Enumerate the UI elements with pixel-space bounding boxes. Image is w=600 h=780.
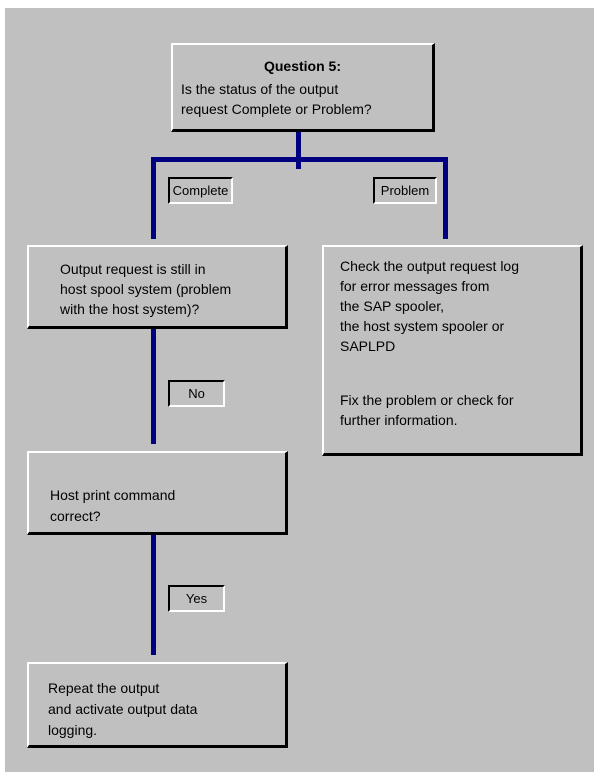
check-log-text-line: the SAP spooler,	[340, 298, 445, 314]
connector-problem-branch-line	[443, 157, 448, 239]
yes-label: Yes	[168, 585, 225, 612]
connector-complete-branch-line	[151, 157, 156, 239]
repeat-output-text-line: and activate output data	[48, 701, 198, 717]
flowchart-canvas: Question 5: Is the status of the output …	[5, 8, 594, 772]
connector-branch-horizontal-line	[151, 157, 448, 162]
connector-yes-vertical-line	[151, 524, 156, 655]
check-log-paragraph: Check the output request log for error m…	[340, 256, 574, 356]
question-text-line: Is the status of the output	[181, 81, 339, 97]
host-spool-text-line: host spool system (problem	[60, 281, 232, 297]
check-log-text-line: Check the output request log	[340, 258, 520, 274]
repeat-output-text-line: Repeat the output	[48, 680, 160, 696]
question-title: Question 5:	[263, 58, 341, 74]
connector-question-vertical-line	[296, 123, 301, 169]
question-box: Question 5: Is the status of the output …	[171, 43, 435, 132]
complete-branch-label: Complete	[168, 177, 233, 204]
check-log-text-line: the host system spooler or	[340, 318, 505, 334]
fix-problem-text-line: further information.	[340, 412, 458, 428]
question-text: Is the status of the output request Comp…	[181, 79, 424, 119]
no-label: No	[168, 380, 225, 407]
host-print-text-line: correct?	[50, 508, 101, 524]
complete-branch-label-text: Complete	[172, 183, 229, 198]
host-spool-text-line: Output request is still in	[60, 261, 206, 277]
repeat-output-box: Repeat the output and activate output da…	[27, 662, 288, 748]
connector-no-vertical-line	[151, 318, 156, 444]
problem-branch-label: Problem	[373, 177, 437, 204]
host-spool-text-line: with the host system)?	[60, 301, 200, 317]
host-print-text-line: Host print command	[50, 487, 176, 503]
check-log-box: Check the output request log for error m…	[322, 245, 583, 456]
repeat-output-text-line: logging.	[48, 722, 98, 738]
fix-problem-paragraph: Fix the problem or check for further inf…	[340, 390, 574, 430]
host-spool-box: Output request is still in host spool sy…	[27, 245, 288, 329]
problem-branch-label-text: Problem	[380, 183, 430, 198]
fix-problem-text-line: Fix the problem or check for	[340, 392, 514, 408]
no-label-text: No	[188, 386, 205, 401]
yes-label-text: Yes	[185, 591, 208, 606]
check-log-text-line: for error messages from	[340, 278, 490, 294]
question-text-line: request Complete or Problem?	[181, 101, 372, 117]
check-log-text-line: SAPLPD	[340, 338, 396, 354]
host-print-box: Host print command correct?	[27, 451, 288, 535]
